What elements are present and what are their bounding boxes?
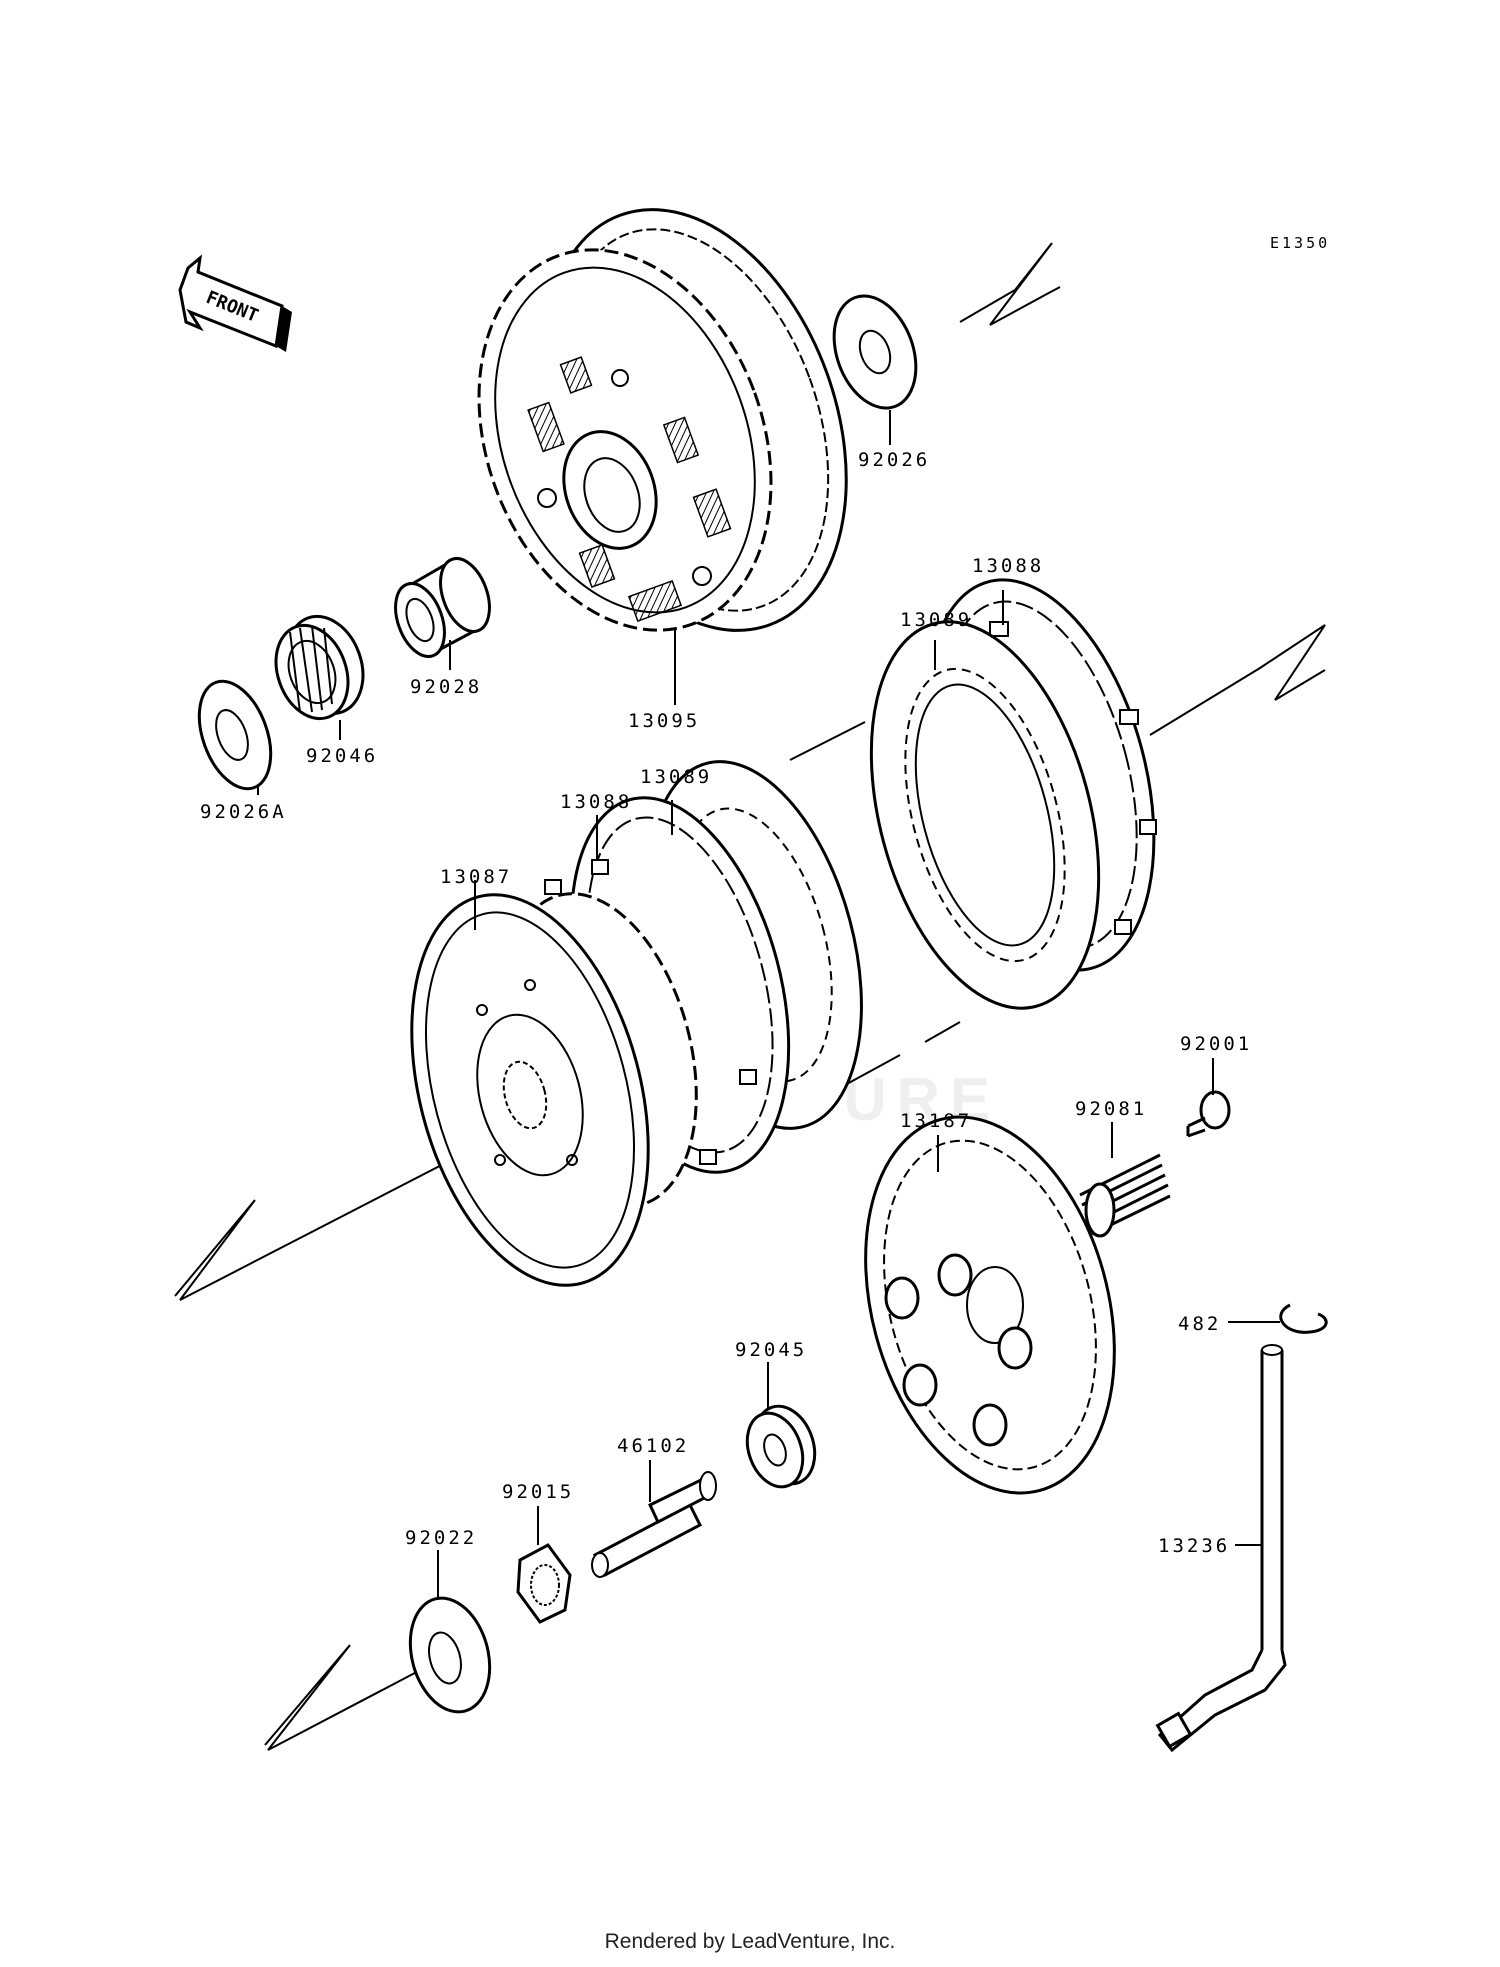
label-13089-upper: 13089	[900, 609, 972, 631]
label-13088-upper: 13088	[972, 555, 1044, 577]
washer-92026A[interactable]	[186, 671, 284, 798]
push-rod-46102[interactable]	[591, 1471, 717, 1578]
diagram-code: E1350	[1270, 234, 1330, 252]
label-13089-middle: 13089	[640, 766, 712, 788]
label-92026: 92026	[858, 449, 930, 471]
label-92001: 92001	[1180, 1033, 1252, 1055]
ball-bearing-92045[interactable]	[738, 1398, 825, 1495]
label-13236: 13236	[1158, 1535, 1230, 1557]
label-92015: 92015	[502, 1481, 574, 1503]
release-shaft-13236[interactable]	[1155, 1344, 1287, 1753]
washer-92022[interactable]	[398, 1589, 501, 1721]
label-92081: 92081	[1075, 1098, 1147, 1120]
label-92026A: 92026A	[200, 801, 287, 823]
axis-lines	[174, 242, 1326, 1751]
clutch-housing-13095[interactable]	[428, 167, 901, 672]
spring-92081[interactable]	[1079, 1153, 1171, 1238]
clutch-hub-13087[interactable]	[372, 868, 728, 1311]
sleeve-92028[interactable]	[386, 552, 498, 663]
footer-credit: Rendered by LeadVenture, Inc.	[604, 1930, 896, 1953]
nut-92015[interactable]	[516, 1543, 572, 1624]
label-46102: 46102	[617, 1435, 689, 1457]
needle-bearing-92046[interactable]	[264, 606, 376, 729]
label-92046: 92046	[306, 745, 378, 767]
label-13087: 13087	[440, 866, 512, 888]
label-92045: 92045	[735, 1339, 807, 1361]
part-labels: 92026 13095 92028 92046 92026A 13088 130…	[200, 449, 1252, 1557]
pressure-plate-13187[interactable]	[826, 1089, 1153, 1521]
washer-92026[interactable]	[819, 285, 930, 420]
label-13095: 13095	[628, 710, 700, 732]
label-92022: 92022	[405, 1527, 477, 1549]
leader-lines	[257, 410, 1280, 1598]
front-arrow-icon: FRONT	[178, 254, 292, 352]
label-482: 482	[1178, 1313, 1221, 1335]
steel-plate-13089-upper[interactable]	[832, 597, 1137, 1034]
label-92028: 92028	[410, 676, 482, 698]
circlip-482[interactable]	[1279, 1303, 1328, 1334]
bolt-92001[interactable]	[1186, 1090, 1231, 1138]
label-13187: 13187	[900, 1110, 972, 1132]
label-13088-middle: 13088	[560, 791, 632, 813]
